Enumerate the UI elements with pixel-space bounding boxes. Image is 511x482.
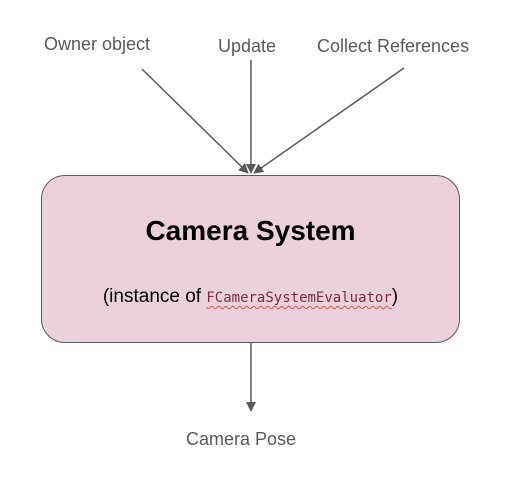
subtitle-suffix: )	[391, 286, 399, 307]
camera-system-box: Camera System (instance of FCameraSystem…	[41, 175, 460, 343]
collect-references-label: Collect References	[317, 36, 470, 56]
collect-references-arrow	[253, 67, 405, 174]
subtitle-prefix: (instance of	[102, 286, 207, 307]
class-name: FCameraSystemEvaluator	[206, 290, 392, 306]
camera-pose-label: Camera Pose	[186, 429, 297, 449]
owner-object-label: Owner object	[44, 34, 151, 54]
camera-system-subtitle: (instance of FCameraSystemEvaluator)	[42, 287, 459, 306]
update-label: Update	[218, 36, 277, 56]
owner-arrow	[141, 68, 249, 174]
camera-system-title: Camera System	[145, 215, 356, 246]
